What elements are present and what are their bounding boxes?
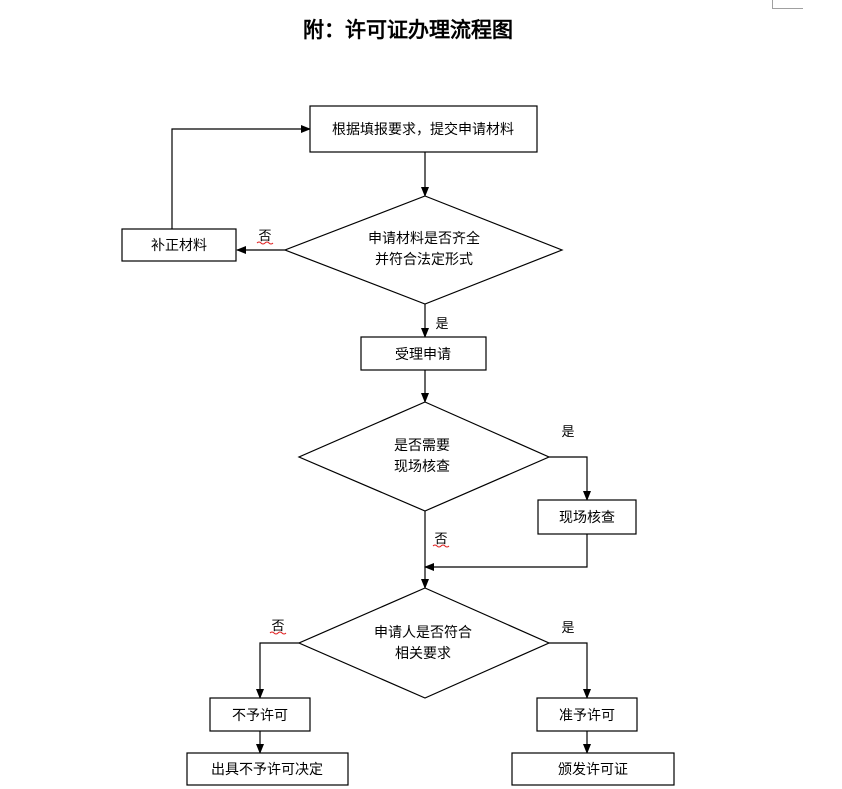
edge-meets-to-deny xyxy=(256,642,299,699)
node-issue-box xyxy=(511,752,675,786)
spellcheck-underline xyxy=(432,544,450,548)
node-grant-label: 准予许可 xyxy=(559,708,615,724)
node-deny-box xyxy=(209,697,311,732)
node-onsite-question-label-line2: 现场核查 xyxy=(394,459,450,475)
edge-supplement-to-submit xyxy=(171,125,311,229)
node-supplement-label: 补正材料 xyxy=(151,238,207,254)
node-issue-label: 颁发许可证 xyxy=(558,762,628,778)
node-submit: 根据填报要求，提交申请材料 xyxy=(309,105,538,153)
label-yes-onsite: 是 xyxy=(561,425,574,440)
label-no-meets: 否 xyxy=(271,619,284,634)
node-check: 申请材料是否齐全 并符合法定形式 xyxy=(283,195,564,305)
node-issue: 颁发许可证 xyxy=(511,752,675,786)
node-onsite-box xyxy=(537,499,637,535)
node-deny-label: 不予许可 xyxy=(232,708,288,724)
node-accept-label: 受理申请 xyxy=(395,347,451,363)
node-deny: 不予许可 xyxy=(209,697,311,732)
node-check-label-line1: 申请材料是否齐全 xyxy=(368,230,480,247)
edge-meets-to-grant xyxy=(549,642,591,699)
node-submit-box xyxy=(309,105,538,153)
page-corner-mark xyxy=(772,0,803,9)
spellcheck-underline xyxy=(256,241,274,245)
node-deny-decision: 出具不予许可决定 xyxy=(186,752,349,786)
node-deny-decision-box xyxy=(186,752,349,786)
label-no-onsite: 否 xyxy=(434,532,447,547)
label-yes-meets: 是 xyxy=(561,621,574,636)
node-onsite-label: 现场核查 xyxy=(559,510,615,526)
node-onsite-question-label-line1: 是否需要 xyxy=(394,438,450,454)
node-grant: 准予许可 xyxy=(536,697,638,732)
node-accept: 受理申请 xyxy=(360,336,487,371)
node-accept-box xyxy=(360,336,487,371)
node-deny-decision-label: 出具不予许可决定 xyxy=(211,762,323,778)
node-meets-label-line1: 申请人是否符合 xyxy=(374,625,472,641)
edge-labels: 否 是 是 否 否 是 xyxy=(256,229,575,636)
node-meets-label-line2: 相关要求 xyxy=(395,646,451,662)
node-meets: 申请人是否符合 相关要求 xyxy=(297,587,551,699)
edge-onsite-question-to-onsite xyxy=(549,456,591,501)
node-onsite: 现场核查 xyxy=(537,499,637,535)
label-no-check: 否 xyxy=(258,229,271,244)
node-onsite-question: 是否需要 现场核查 xyxy=(297,401,551,512)
node-grant-box xyxy=(536,697,638,732)
edge-onsite-to-merge xyxy=(424,534,588,571)
node-check-label-line2: 并符合法定形式 xyxy=(375,252,473,268)
node-supplement-box xyxy=(121,228,237,262)
spellcheck-underline xyxy=(269,631,287,635)
node-check-diamond xyxy=(283,195,564,305)
page-title: 附：许可证办理流程图 xyxy=(303,17,513,42)
label-yes-check: 是 xyxy=(435,317,448,332)
node-submit-label: 根据填报要求，提交申请材料 xyxy=(332,121,514,138)
node-onsite-question-diamond xyxy=(297,401,551,512)
edges xyxy=(171,125,591,754)
node-supplement: 补正材料 xyxy=(121,228,237,262)
node-meets-diamond xyxy=(297,587,551,699)
